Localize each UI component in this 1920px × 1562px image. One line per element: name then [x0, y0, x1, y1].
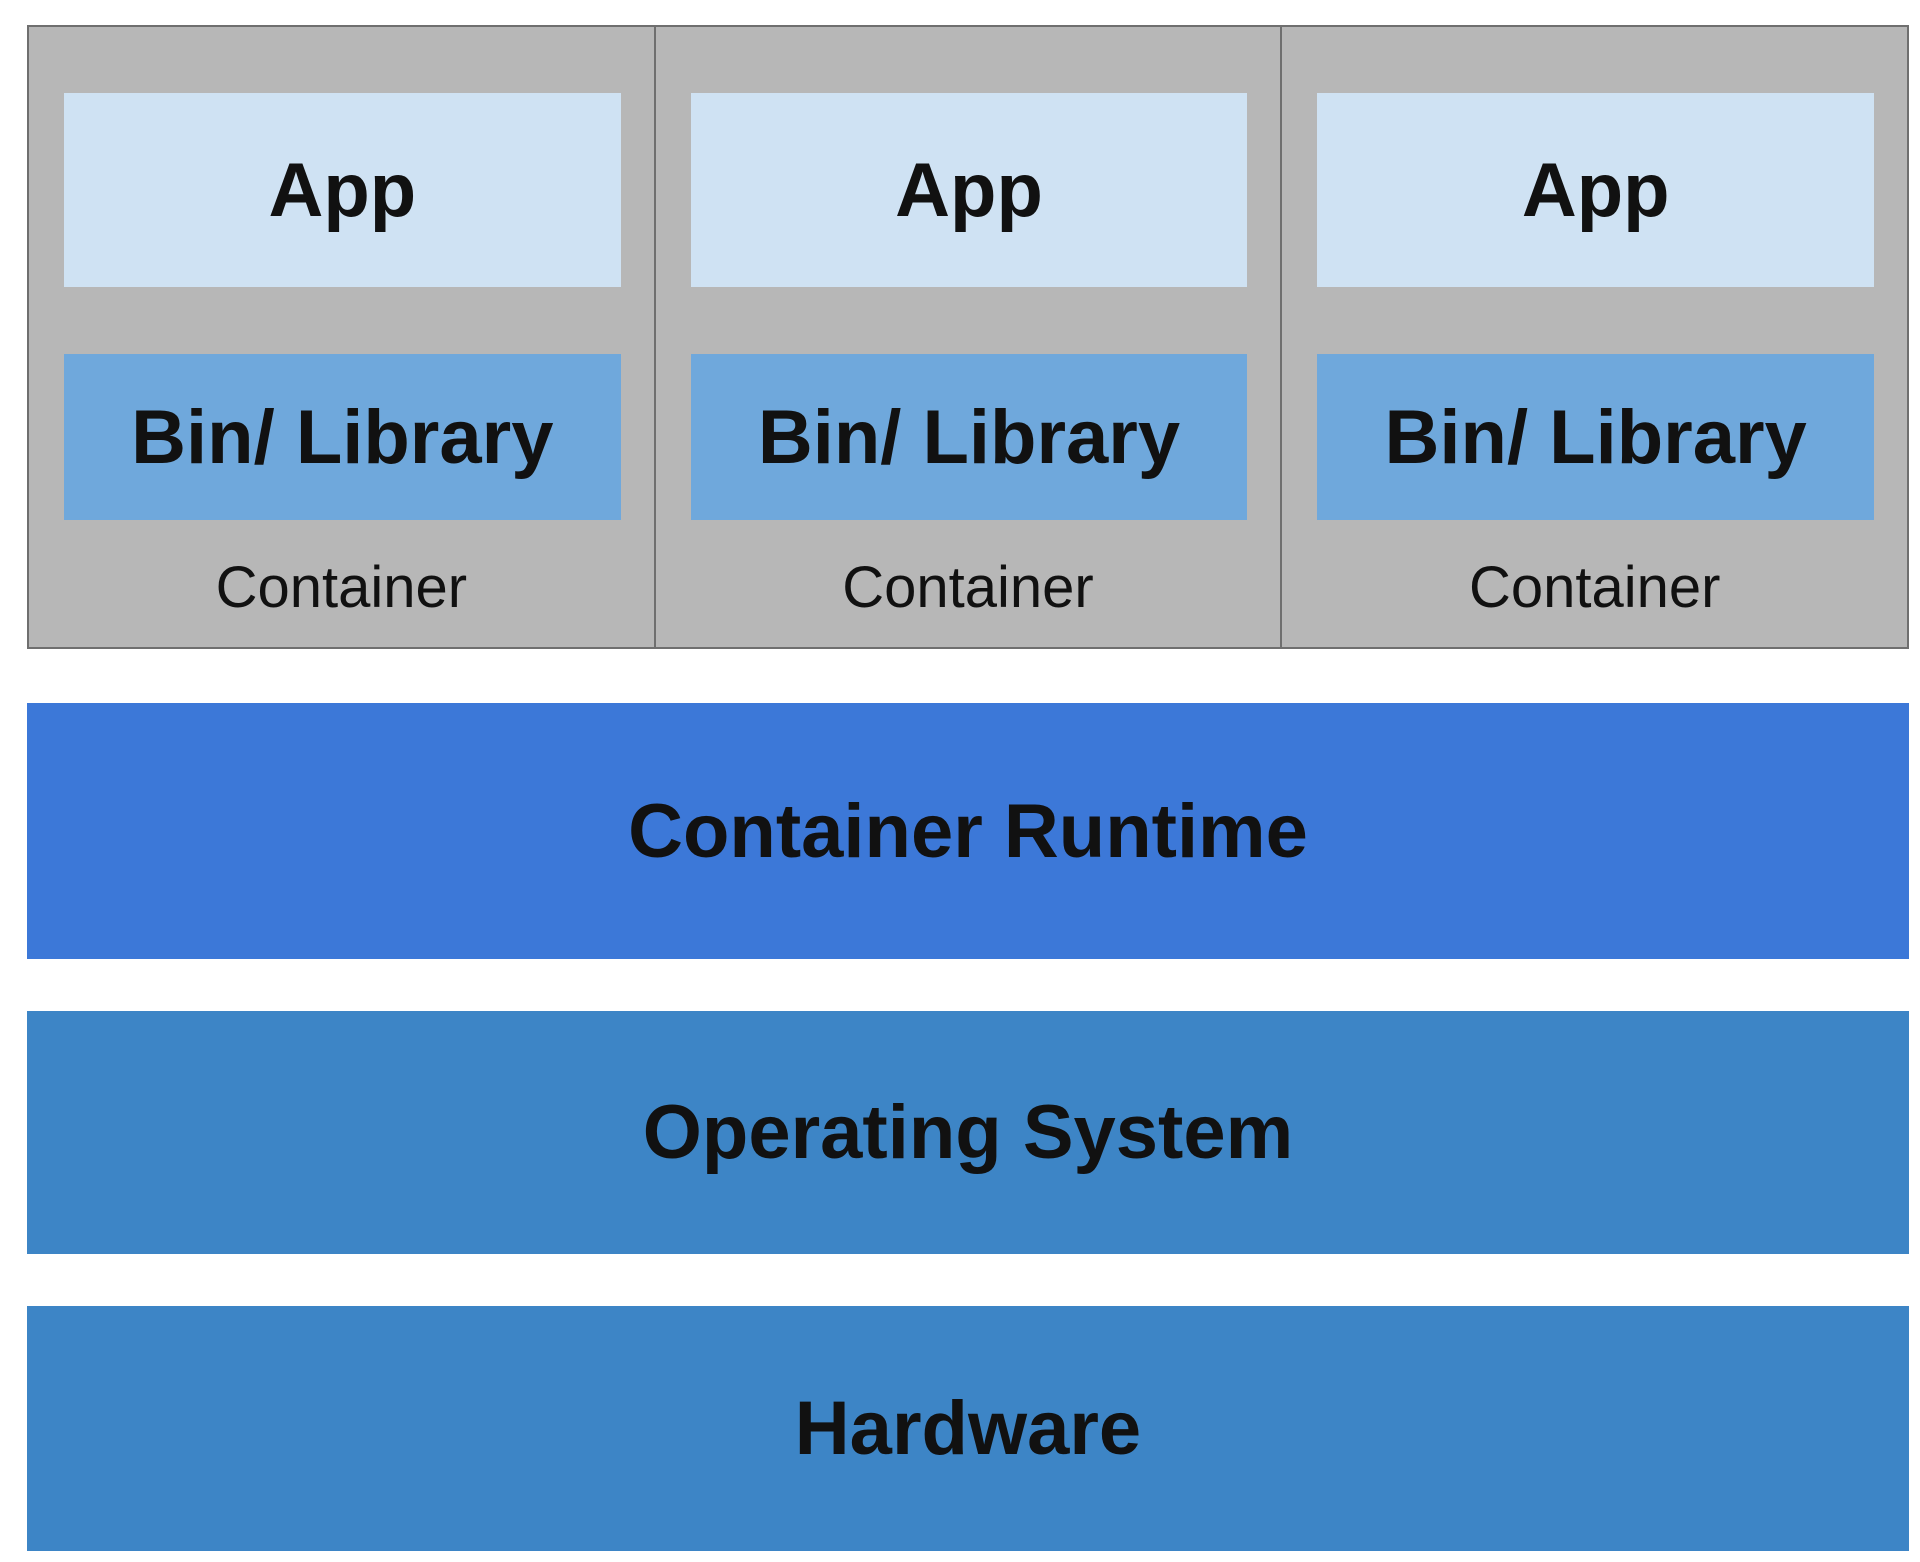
bin-library-block: Bin/ Library: [64, 354, 621, 520]
operating-system-label: Operating System: [642, 1090, 1294, 1175]
app-label: App: [895, 147, 1043, 233]
hardware-layer: Hardware: [27, 1306, 1909, 1551]
bin-library-block: Bin/ Library: [1317, 354, 1875, 520]
container-label: Container: [215, 554, 468, 620]
container-1: App Bin/ Library Container: [29, 27, 654, 647]
bin-library-label: Bin/ Library: [131, 394, 554, 480]
app-block: App: [690, 93, 1248, 287]
bin-library-label: Bin/ Library: [757, 394, 1181, 480]
app-block: App: [64, 93, 621, 287]
bin-library-label: Bin/ Library: [1384, 394, 1807, 480]
container-runtime-label: Container Runtime: [628, 788, 1308, 874]
containers-row: App Bin/ Library Container App Bin/ Libr…: [27, 25, 1909, 649]
app-label: App: [1521, 147, 1670, 233]
app-block: App: [1317, 93, 1875, 287]
bin-library-block: Bin/ Library: [690, 354, 1248, 520]
container-2: App Bin/ Library Container: [653, 27, 1281, 647]
container-label: Container: [842, 554, 1094, 620]
container-runtime-layer: Container Runtime: [27, 703, 1909, 959]
app-label: App: [268, 147, 417, 233]
operating-system-layer: Operating System: [27, 1011, 1909, 1254]
hardware-label: Hardware: [794, 1386, 1142, 1471]
container-label: Container: [1468, 554, 1721, 620]
container-3: App Bin/ Library Container: [1280, 27, 1908, 647]
